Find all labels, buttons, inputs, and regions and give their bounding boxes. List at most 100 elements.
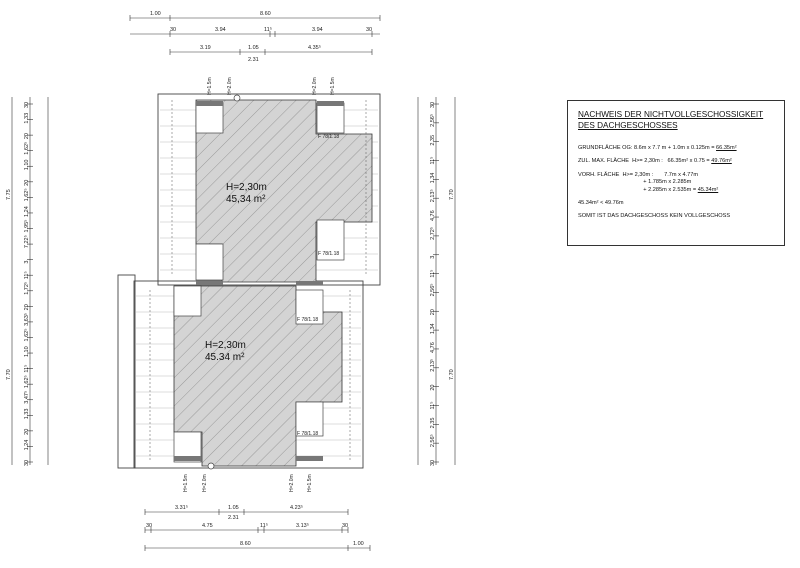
right-dim-label: 20 — [430, 309, 436, 315]
right-dim-label: 2.72⁵ — [429, 227, 436, 240]
dim-label: 1.00 — [353, 541, 364, 547]
window-tag: F 78/1.18 — [297, 431, 318, 437]
height-tag: H=1.5m — [330, 77, 336, 95]
right-dim-label: 1.34 — [430, 173, 436, 184]
dim-label: 1.05 — [228, 505, 239, 511]
left-dim-label: 3 — [24, 261, 30, 264]
compare-row: 45.34m² < 49.76m — [578, 200, 624, 207]
dim-label: 3.13⁵ — [296, 522, 309, 529]
left-dim-label: 20 — [24, 304, 30, 310]
right-dim-label: 3 — [430, 256, 436, 259]
dim-label: 30 — [170, 27, 176, 33]
left-dim-label: 30 — [24, 102, 30, 108]
left-dim-label: 20 — [24, 180, 30, 186]
dim-label: 8.60 — [260, 11, 271, 17]
conclusion-row: SOMIT IST DAS DACHGESCHOSS KEIN VOLLGESC… — [578, 213, 731, 220]
right-dim-label: 2.56⁵ — [429, 114, 436, 127]
dim-label: 3.94 — [215, 27, 226, 33]
left-dim-label: 30 — [24, 460, 30, 466]
left-dim-label: 20 — [24, 429, 30, 435]
height-tag: H=1.5m — [183, 474, 189, 492]
right-dim-label: 2.56⁵ — [429, 283, 436, 296]
right-dim-label: 11⁵ — [429, 270, 436, 278]
height-tag: H=2.0m — [227, 77, 233, 95]
dim-label: 7.70 — [6, 369, 12, 380]
left-dim-label: 3.63⁵ — [23, 313, 30, 326]
dim-label: 11⁵ — [264, 26, 272, 33]
right-dim-label: 4.76 — [430, 342, 436, 353]
dim-label: 7.70 — [449, 189, 455, 200]
grundflaeche-row: GRUNDFLÄCHE OG: 8.6m x 7.7 m + 1.0m x 0.… — [578, 145, 737, 151]
right-dim-label: 11⁵ — [429, 157, 436, 165]
height-tag: H=2.0m — [202, 474, 208, 492]
left-dim-label: 1.62⁵ — [23, 328, 30, 341]
left-dim-label: 1.62⁵ — [23, 375, 30, 388]
left-dim-label: 3.47⁵ — [23, 391, 30, 404]
left-dim-label: 1.62⁵ — [23, 188, 30, 201]
dim-label: 8.60 — [240, 541, 251, 547]
right-dim-label: 30 — [430, 102, 436, 108]
height-tag: H=2.0m — [312, 77, 318, 95]
left-dim-label: 1.10 — [24, 160, 30, 171]
right-dim-label: 2.35 — [430, 135, 436, 146]
window-sills — [174, 101, 344, 461]
left-dim-label: 1.62⁵ — [23, 142, 30, 155]
left-dimensions: 7.75 7.70 — [6, 97, 49, 465]
dim-label: 2.31 — [228, 515, 239, 521]
window-tag: F 78/1.18 — [297, 317, 318, 323]
dim-label: 3.31⁵ — [175, 504, 188, 511]
dim-label: 3.19 — [200, 45, 211, 51]
right-dim-label: 11⁵ — [429, 401, 436, 409]
left-dim-label: 11⁵ — [23, 365, 30, 373]
window-tag: F 78/1.18 — [318, 134, 339, 140]
height-tag: H=2.0m — [289, 474, 295, 492]
dim-label: 4.35⁵ — [308, 44, 321, 51]
vorh-flaeche-line3: + 2.285m x 2.535m = 45.34m² — [643, 186, 719, 193]
left-dim-label: 1.33 — [24, 113, 30, 124]
right-dim-label: 2.56⁵ — [429, 434, 436, 447]
room-area-bottom: 45.34 m² — [205, 352, 245, 363]
left-dim-label: 11⁵ — [23, 271, 30, 279]
height-tag: H=1.5m — [207, 77, 213, 95]
right-dim-label: 4.76 — [430, 210, 436, 221]
dim-label: 2.31 — [248, 57, 259, 63]
vorh-flaeche-row: VORH. FLÄCHE H>= 2,30m : 7.7m x 4.77m — [578, 171, 699, 178]
vent-icon — [233, 94, 241, 102]
side-dimension-ticks: 30 1.33 20 1.62⁵ 1.10 20 1.62⁵ 1.24 1.95⁵ 7.22⁵ 3 1… — [23, 102, 439, 466]
right-dim-label: 30 — [430, 460, 436, 466]
right-dim-label: 20 — [430, 385, 436, 391]
dim-label: 11⁵ — [260, 522, 268, 529]
top-dimensions: 1.00 8.60 30 3.94 11⁵ 3.94 30 3.19 1.05 … — [129, 11, 381, 63]
calculation-box: NACHWEIS DER NICHTVOLLGESCHOSSIGKEIT DES… — [567, 100, 785, 246]
dim-label: 4.75 — [202, 523, 213, 529]
left-dim-label: 1.24 — [24, 206, 30, 217]
left-dim-label: 20 — [24, 133, 30, 139]
dim-label: 3.94 — [312, 27, 323, 33]
right-dim-label: 2.35 — [430, 418, 436, 429]
dim-label: 1.05 — [248, 45, 259, 51]
dim-label: 30 — [342, 523, 348, 529]
dim-label: 1.00 — [150, 11, 161, 17]
dim-label: 30 — [366, 27, 372, 33]
bottom-dimensions: 3.31⁵ 1.05 4.23⁵ 2.31 30 4.75 11⁵ 3.13⁵ … — [144, 504, 371, 551]
height-tag: H=1.5m — [307, 474, 313, 492]
left-dim-label: 1.10 — [24, 346, 30, 357]
right-dim-label: 2.13⁵ — [429, 189, 436, 202]
left-dim-label: 1.95⁵ — [23, 220, 30, 233]
room-height-top: H=2,30m — [226, 182, 267, 193]
left-dim-label: 1.72⁵ — [23, 282, 30, 295]
dim-label: 7.75 — [6, 189, 12, 200]
left-dim-label: 1.24 — [24, 440, 30, 451]
dim-label: 30 — [146, 523, 152, 529]
left-dim-label: 7.22⁵ — [23, 235, 30, 248]
calc-title: NACHWEIS DER NICHTVOLLGESCHOSSIGKEIT DES… — [578, 110, 764, 130]
dim-label: 4.23⁵ — [290, 504, 303, 511]
left-dim-label: 1.33 — [24, 409, 30, 420]
room-height-bottom: H=2,30m — [205, 340, 246, 351]
dashed-lines — [149, 100, 367, 462]
right-dimensions: 7.70 7.70 — [417, 97, 456, 465]
room-area-top: 45,34 m² — [226, 194, 266, 205]
right-dim-label: 2.13⁵ — [429, 359, 436, 372]
zul-flaeche-row: ZUL. MAX. FLÄCHE H>= 2,30m : 66.35m² x 0… — [578, 158, 732, 165]
